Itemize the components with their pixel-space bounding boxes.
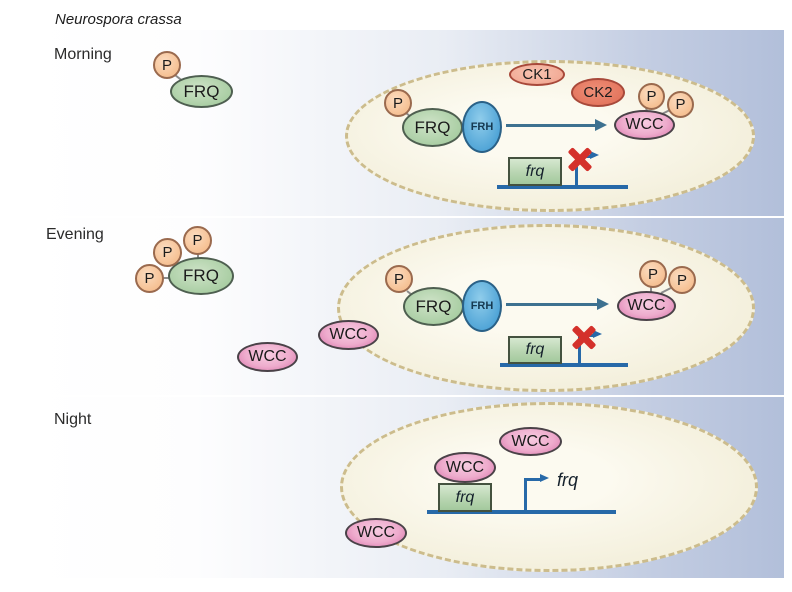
ck2-kinase: CK2 bbox=[571, 78, 625, 107]
dna-line bbox=[427, 510, 616, 514]
phosphate-badge: P bbox=[153, 238, 182, 267]
inhibition-pathway-arrow bbox=[506, 303, 598, 306]
frq-protein: FRQ bbox=[170, 75, 233, 108]
wcc-complex: WCC bbox=[499, 427, 562, 456]
inhibition-pathway-arrowhead bbox=[595, 119, 607, 131]
transcription-arrowhead bbox=[540, 474, 549, 482]
inhibition-pathway-arrowhead bbox=[597, 298, 609, 310]
dna-line bbox=[500, 363, 628, 367]
frq-protein: FRQ bbox=[403, 287, 464, 326]
ck1-kinase: CK1 bbox=[509, 63, 565, 86]
phosphate-badge: P bbox=[668, 266, 696, 294]
transcription-arrow-stem bbox=[524, 480, 527, 511]
blocked-x-icon bbox=[570, 324, 598, 352]
wcc-complex: WCC bbox=[345, 518, 407, 548]
wcc-complex: WCC bbox=[434, 452, 496, 483]
phosphate-badge: P bbox=[153, 51, 181, 79]
phosphate-badge: P bbox=[135, 264, 164, 293]
phosphate-badge: P bbox=[183, 226, 212, 255]
phosphate-badge: P bbox=[384, 89, 412, 117]
transcription-arrow bbox=[524, 478, 541, 481]
frq-protein: FRQ bbox=[168, 257, 234, 295]
evening-row-label: Evening bbox=[46, 226, 104, 243]
wcc-complex: WCC bbox=[318, 320, 379, 350]
frq-gene-box: frq bbox=[508, 157, 562, 186]
frh-helicase: FRH bbox=[462, 101, 502, 153]
phosphate-connector bbox=[197, 251, 199, 259]
night-row-label: Night bbox=[54, 411, 92, 428]
cell-membrane-night bbox=[340, 402, 758, 572]
phosphate-badge: P bbox=[385, 265, 413, 293]
wcc-complex: WCC bbox=[237, 342, 298, 372]
morning-row-label: Morning bbox=[54, 46, 112, 63]
wcc-complex: WCC bbox=[617, 291, 676, 321]
frq-protein: FRQ bbox=[402, 108, 463, 147]
figure-title: Neurospora crassa bbox=[55, 11, 182, 28]
frq-gene-box: frq bbox=[438, 483, 492, 512]
blocked-x-icon bbox=[566, 146, 594, 174]
inhibition-pathway-arrow bbox=[506, 124, 596, 127]
phosphate-connector bbox=[650, 285, 652, 292]
frq-gene-box: frq bbox=[508, 336, 562, 364]
phosphate-badge: P bbox=[667, 91, 694, 118]
frh-helicase: FRH bbox=[462, 280, 502, 332]
wcc-complex: WCC bbox=[614, 110, 675, 140]
dna-line bbox=[497, 185, 628, 189]
promoter-arrowhead bbox=[590, 151, 599, 159]
phosphate-badge: P bbox=[639, 260, 667, 288]
frq-transcript-label: frq bbox=[557, 470, 579, 490]
phosphate-badge: P bbox=[638, 83, 665, 110]
